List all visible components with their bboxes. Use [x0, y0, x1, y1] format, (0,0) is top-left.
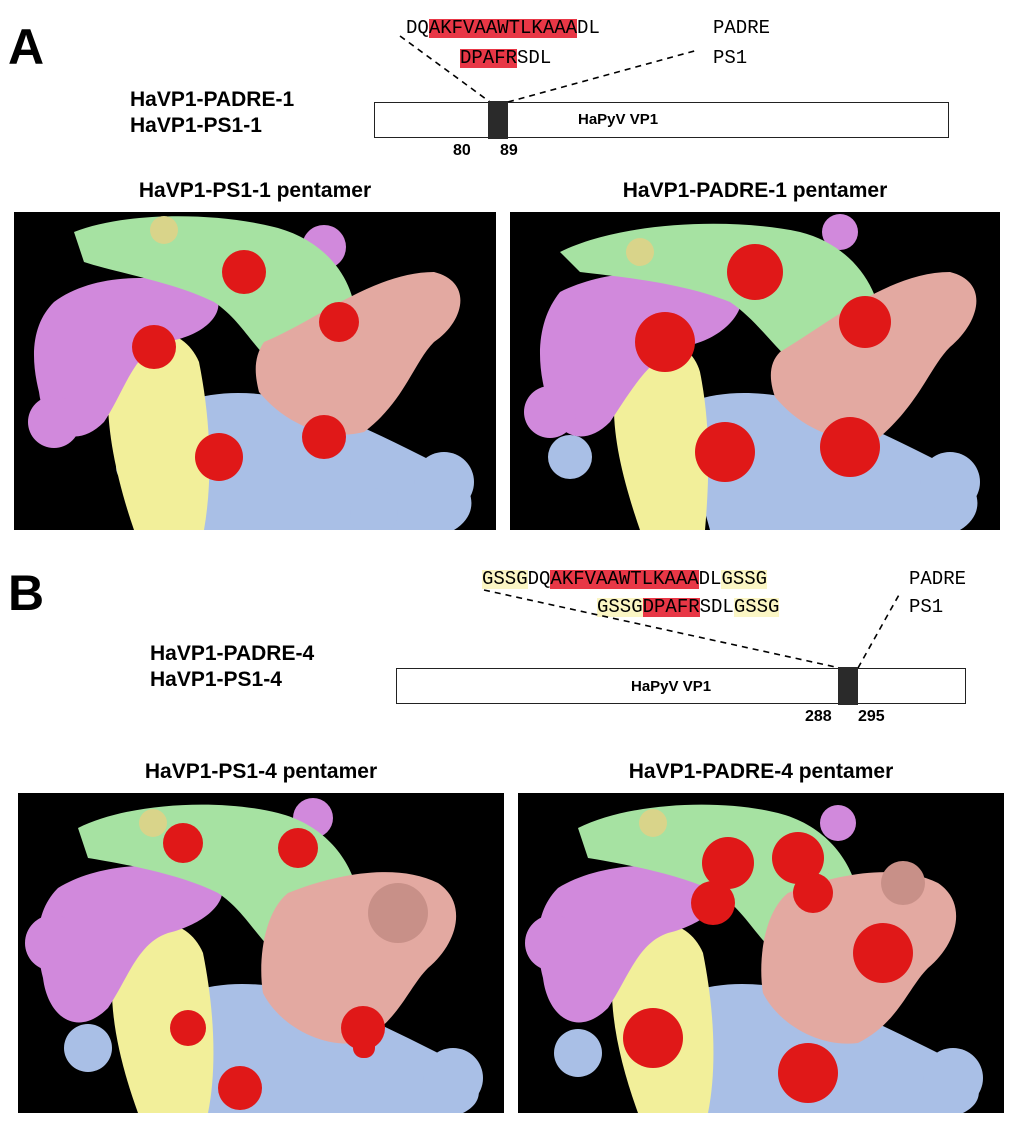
position-start-b: 288 [805, 708, 832, 725]
pentamer-surface [524, 214, 980, 530]
pentamer-surface [525, 804, 983, 1113]
seq-linker: GSSG [721, 568, 768, 590]
seq-flank: DQ [406, 17, 429, 39]
seq-flank: DL [577, 17, 600, 39]
model-title-b-right: HaVP1-PADRE-4 pentamer [628, 760, 894, 783]
sequence-label-ps1-a: PS1 [713, 47, 748, 69]
position-start-a: 80 [453, 142, 471, 159]
sequence-ps1-b: GSSGDPAFRSDLGSSG [597, 596, 780, 618]
pentamer-model-a-left [14, 212, 496, 530]
model-title-b-left: HaVP1-PS1-4 pentamer [144, 760, 378, 783]
vp1-bar-label-a: HaPyV VP1 [578, 111, 659, 128]
construct-name: HaVP1-PS1-1 [130, 114, 262, 138]
seq-epitope-ps1: DPAFR [460, 47, 518, 69]
position-end-a: 89 [500, 142, 518, 159]
sequence-ps1-a: DPAFRSDL [460, 49, 551, 68]
seq-flank: DL [698, 568, 722, 590]
sequence-label-ps1-b: PS1 [909, 596, 944, 618]
pentamer-model-b-right [518, 793, 1004, 1113]
seq-epitope-padre: AKFVAAWTLKAAA [428, 17, 578, 39]
seq-epitope-ps1: DPAFR [642, 596, 700, 618]
vp1-bar-label-b: HaPyV VP1 [631, 678, 712, 695]
panel-letter-a: A [8, 19, 45, 75]
pentamer-surface [25, 798, 483, 1113]
model-title-a-right: HaVP1-PADRE-1 pentamer [622, 179, 888, 202]
sequence-padre-a: DQAKFVAAWTLKAAADL [406, 19, 600, 38]
construct-name: HaVP1-PADRE-4 [150, 642, 315, 665]
construct-name: HaVP1-PS1-4 [150, 668, 282, 692]
sequence-padre-b: GSSGDQAKFVAAWTLKAAADLGSSG [482, 568, 768, 590]
model-title-a-left: HaVP1-PS1-1 pentamer [138, 179, 372, 202]
seq-linker: GSSG [733, 596, 780, 618]
construct-names-b: HaVP1-PADRE-4 HaVP1-PS1-4 [150, 641, 314, 694]
pentamer-model-b-left [18, 793, 504, 1113]
seq-linker: GSSG [597, 596, 643, 618]
pentamer-surface [28, 216, 474, 530]
panel-letter-b: B [8, 565, 45, 621]
vp1-bar-a [374, 102, 949, 138]
seq-epitope-padre: AKFVAAWTLKAAA [550, 568, 699, 590]
sequence-label-padre-a: PADRE [713, 17, 771, 39]
insertion-site-a [488, 101, 508, 139]
vp1-bar-b [396, 668, 966, 704]
construct-names-a: HaVP1-PADRE-1 HaVP1-PS1-1 [130, 87, 294, 140]
position-end-b: 295 [858, 708, 885, 725]
seq-flank: SDL [699, 596, 734, 618]
insertion-site-b [838, 667, 858, 705]
seq-flank: DQ [527, 568, 551, 590]
pentamer-model-a-right [510, 212, 1000, 530]
sequence-label-padre-b: PADRE [909, 568, 967, 590]
construct-name: HaVP1-PADRE-1 [130, 88, 295, 111]
seq-linker: GSSG [482, 568, 528, 590]
seq-flank: SDL [517, 47, 552, 69]
